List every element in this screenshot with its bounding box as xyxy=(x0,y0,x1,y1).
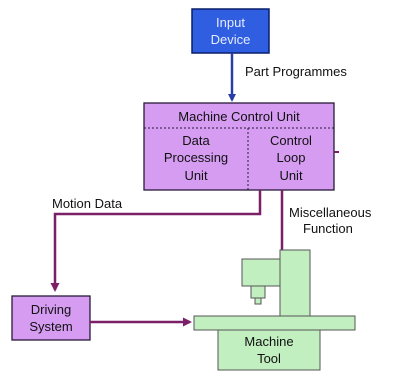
part-programmes-label: Part Programmes xyxy=(245,64,347,79)
input-device-label-line2: Device xyxy=(211,32,251,47)
misc-function-label-line1: Miscellaneous xyxy=(289,205,372,220)
motion-data-label: Motion Data xyxy=(52,196,123,211)
clu-label-line2: Loop xyxy=(277,150,306,165)
driving-system-label-line2: System xyxy=(29,319,72,334)
machine-tool-figure: Machine Tool xyxy=(193,249,356,371)
input-device-box: Input Device xyxy=(191,8,270,54)
mcu-title: Machine Control Unit xyxy=(178,109,300,124)
misc-function-label-line2: Function xyxy=(303,221,353,236)
input-device-label-line1: Input xyxy=(216,15,245,30)
machine-tool-label-line2: Tool xyxy=(257,351,281,366)
dpu-label-line2: Processing xyxy=(164,150,228,165)
clu-label-line3: Unit xyxy=(279,168,303,183)
machine-control-unit-box: Machine Control Unit Data Processing Uni… xyxy=(143,102,335,191)
machine-tool-label-line1: Machine xyxy=(244,334,293,349)
dpu-label-line1: Data xyxy=(182,133,210,148)
driving-system-box: Driving System xyxy=(11,295,91,341)
driving-system-label-line1: Driving xyxy=(31,302,71,317)
motion-data-arrow xyxy=(50,190,262,292)
dpu-label-line3: Unit xyxy=(184,168,208,183)
clu-label-line1: Control xyxy=(270,133,312,148)
